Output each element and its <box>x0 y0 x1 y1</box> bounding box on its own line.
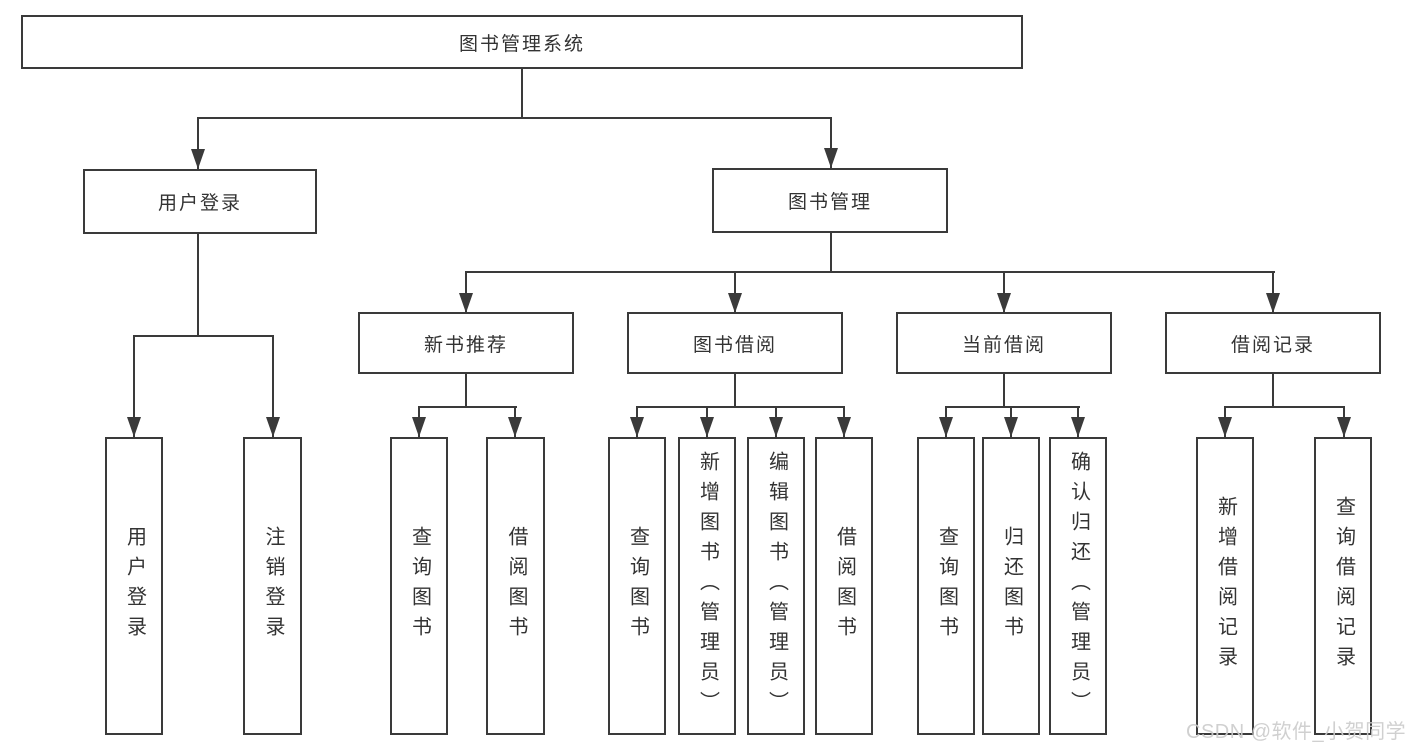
leaf-query-books-borrow: 查询图书 <box>608 437 666 735</box>
connector-line <box>197 117 199 169</box>
leaf-return-book: 归还图书 <box>982 437 1040 735</box>
connector-line <box>636 406 845 408</box>
node-label: 借阅记录 <box>1230 334 1315 356</box>
leaf-label: 查询图书 <box>935 526 958 646</box>
leaf-label: 新增图书（管理员） <box>696 451 719 721</box>
connector-line <box>945 406 1080 408</box>
arrow-down-icon <box>1337 417 1351 437</box>
node-root: 图书管理系统 <box>21 15 1023 69</box>
leaf-label: 查询图书 <box>626 526 649 646</box>
leaf-label: 确认归还（管理员） <box>1067 451 1090 721</box>
connector-line <box>734 374 736 408</box>
node-label: 图书管理 <box>787 192 872 213</box>
arrow-down-icon <box>508 417 522 437</box>
leaf-label: 归还图书 <box>1000 526 1023 646</box>
connector-line <box>830 233 832 273</box>
node-book-borrow: 图书借阅 <box>627 312 843 374</box>
node-book-management: 图书管理 <box>712 168 948 233</box>
node-label: 当前借阅 <box>961 334 1046 356</box>
leaf-logout: 注销登录 <box>243 437 302 735</box>
leaf-label: 查询图书 <box>408 526 431 646</box>
leaf-label: 查询借阅记录 <box>1332 496 1355 676</box>
connector-line <box>197 117 832 119</box>
arrow-down-icon <box>769 417 783 437</box>
arrow-down-icon <box>1004 417 1018 437</box>
connector-line <box>1003 271 1005 313</box>
leaf-user-login: 用户登录 <box>105 437 163 735</box>
arrow-down-icon <box>266 417 280 437</box>
arrow-down-icon <box>824 148 838 168</box>
node-label: 图书借阅 <box>692 334 777 356</box>
node-user-login: 用户登录 <box>83 169 317 234</box>
leaf-add-borrow-record: 新增借阅记录 <box>1196 437 1254 735</box>
leaf-label: 用户登录 <box>123 526 146 646</box>
arrow-down-icon <box>997 293 1011 313</box>
connector-line <box>1272 374 1274 408</box>
leaf-borrow-books: 借阅图书 <box>815 437 873 735</box>
leaf-query-books-recommend: 查询图书 <box>390 437 448 735</box>
connector-line <box>734 271 736 313</box>
arrow-down-icon <box>459 293 473 313</box>
connector-line <box>272 335 274 437</box>
leaf-label: 新增借阅记录 <box>1214 496 1237 676</box>
connector-line <box>133 335 274 337</box>
connector-line <box>465 271 1275 273</box>
leaf-confirm-return-admin: 确认归还（管理员） <box>1049 437 1107 735</box>
connector-line <box>418 406 517 408</box>
connector-line <box>465 374 467 408</box>
leaf-label: 借阅图书 <box>833 526 856 646</box>
leaf-query-borrow-record: 查询借阅记录 <box>1314 437 1372 735</box>
leaf-label: 借阅图书 <box>505 526 527 646</box>
node-current-borrow: 当前借阅 <box>896 312 1112 374</box>
leaf-query-books-current: 查询图书 <box>917 437 975 735</box>
connector-line <box>521 68 523 118</box>
arrow-down-icon <box>700 417 714 437</box>
arrow-down-icon <box>1266 293 1280 313</box>
arrow-down-icon <box>728 293 742 313</box>
arrow-down-icon <box>630 417 644 437</box>
leaf-edit-book-admin: 编辑图书（管理员） <box>747 437 805 735</box>
connector-line <box>830 117 832 168</box>
node-new-book-recommend: 新书推荐 <box>358 312 574 374</box>
arrow-down-icon <box>837 417 851 437</box>
connector-line <box>197 234 199 337</box>
node-label: 新书推荐 <box>423 334 508 356</box>
connector-line <box>465 271 467 313</box>
arrow-down-icon <box>127 417 141 437</box>
node-root-label: 图书管理系统 <box>458 33 585 55</box>
connector-line <box>1272 271 1274 313</box>
leaf-borrow-books-recommend: 借阅图书 <box>486 437 545 735</box>
arrow-down-icon <box>191 149 205 169</box>
arrow-down-icon <box>1218 417 1232 437</box>
connector-line <box>1224 406 1345 408</box>
arrow-down-icon <box>939 417 953 437</box>
arrow-down-icon <box>1071 417 1085 437</box>
arrow-down-icon <box>412 417 426 437</box>
node-label: 用户登录 <box>157 193 242 214</box>
leaf-label: 注销登录 <box>262 526 284 646</box>
watermark: CSDN @软件_小贺同学 <box>1186 721 1405 743</box>
leaf-add-book-admin: 新增图书（管理员） <box>678 437 736 735</box>
connector-line <box>133 335 135 437</box>
node-borrow-records: 借阅记录 <box>1165 312 1381 374</box>
connector-line <box>1003 374 1005 408</box>
leaf-label: 编辑图书（管理员） <box>765 451 788 721</box>
